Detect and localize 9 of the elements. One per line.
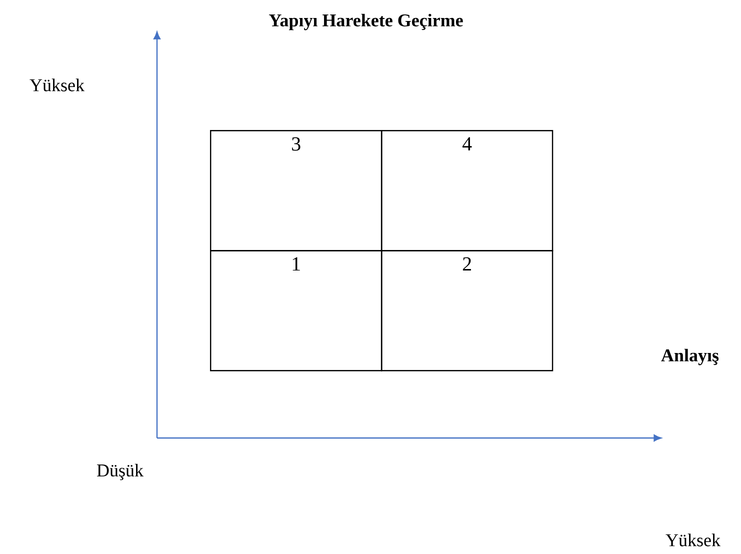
axis-label: Düşük (97, 464, 144, 480)
axis-title: Anlayış (661, 348, 719, 366)
quadrant-cell: 2 (381, 250, 554, 372)
axis-title: Yapıyı Harekete Geçirme (269, 14, 463, 30)
quadrant-cell: 1 (210, 250, 382, 372)
quadrant-cell: 3 (210, 130, 382, 252)
quadrant-cell: 4 (381, 130, 554, 252)
axis-label: Yüksek (666, 534, 721, 546)
axis-label: Yüksek (30, 78, 84, 92)
